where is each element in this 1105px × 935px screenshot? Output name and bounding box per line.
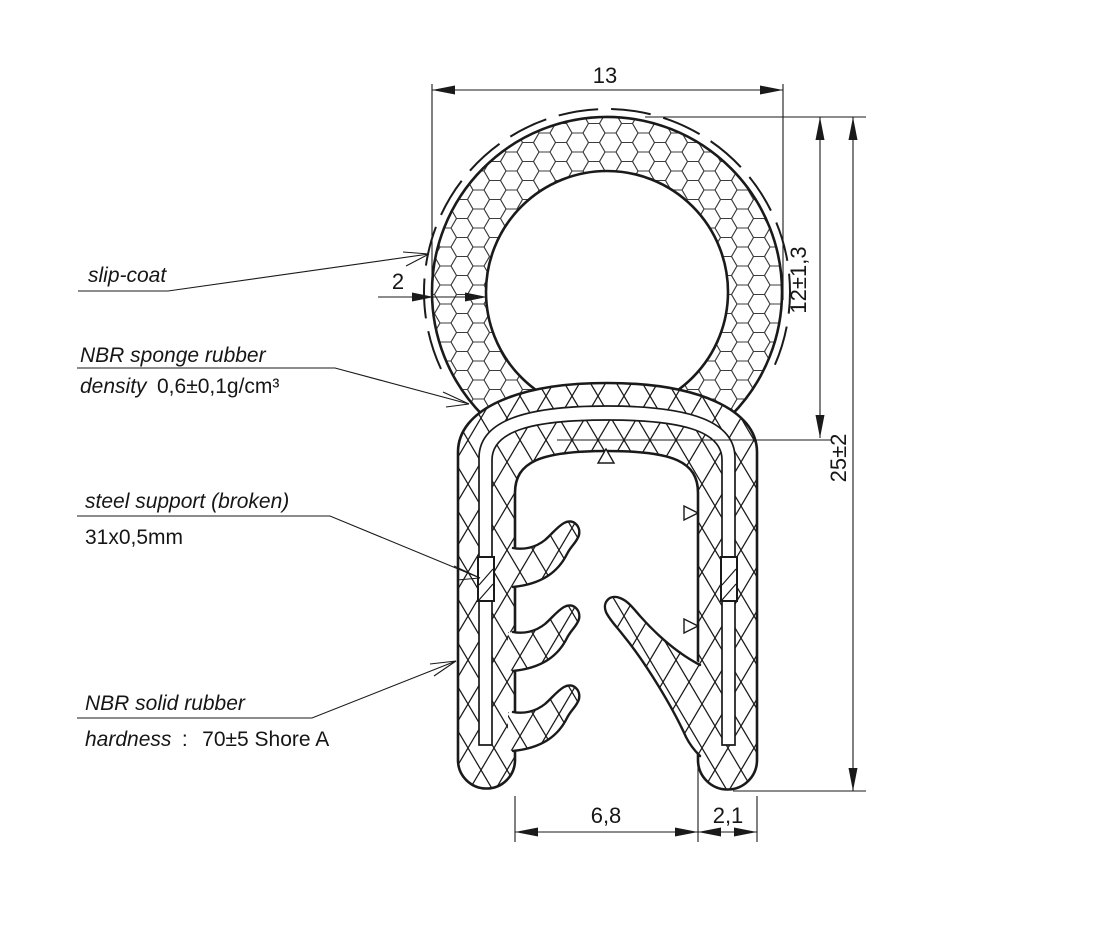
gripper-finger-right <box>603 595 702 758</box>
steel-support-band <box>478 405 736 746</box>
mold-mark-triangle-right-1 <box>683 504 700 522</box>
steel-break-marker-left <box>477 556 495 602</box>
slip-coat-dashed-outline <box>423 107 791 370</box>
mold-mark-triangle-top <box>596 447 616 464</box>
dim-leg-width: 2,1 <box>713 803 744 828</box>
label-steel-support: steel support (broken) <box>85 490 289 513</box>
dimension-arrowheads <box>412 85 858 837</box>
label-steel-size: 31x0,5mm <box>85 526 183 549</box>
label-slip-coat: slip-coat <box>88 264 167 287</box>
dim-bulb-height: 12±1,3 <box>786 246 811 313</box>
dim-overall-height: 25±2 <box>826 434 851 483</box>
label-solid-property: hardness : 70±5 Shore A <box>85 728 329 751</box>
leader-lines <box>77 251 481 719</box>
dim-top-width: 13 <box>593 63 617 88</box>
label-solid-material: NBR solid rubber <box>85 692 246 715</box>
dim-jaw-gap: 6,8 <box>591 803 622 828</box>
label-sponge-property: density 0,6±0,1g/cm³ <box>80 375 279 398</box>
mold-mark-triangle-right-2 <box>683 617 700 635</box>
dimension-lines <box>378 84 866 842</box>
label-sponge-material: NBR sponge rubber <box>80 344 267 367</box>
steel-break-marker-right <box>720 556 738 602</box>
dim-wall-thickness: 2 <box>392 269 404 294</box>
